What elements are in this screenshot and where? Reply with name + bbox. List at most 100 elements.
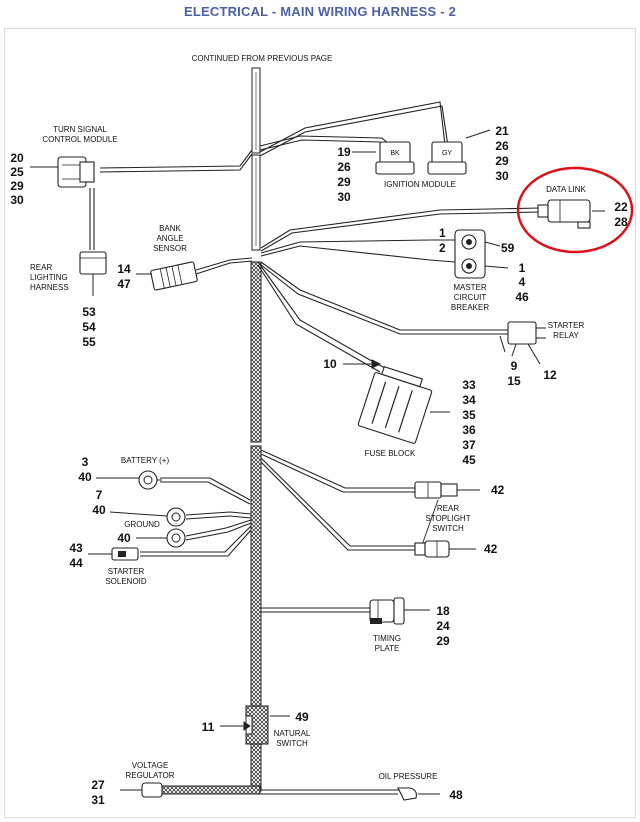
neutral-label-1: NATURAL <box>274 729 311 738</box>
timing-callouts: 18 24 29 <box>436 604 450 648</box>
fuse-callout-10: 10 <box>323 357 337 371</box>
timing-wires <box>261 607 370 613</box>
mcb-label-3: BREAKER <box>451 303 489 312</box>
callout-number: 20 <box>10 151 24 165</box>
turn-signal-module <box>57 156 95 188</box>
oil-pressure-label: OIL PRESSURE <box>379 772 438 781</box>
callout-number: 26 <box>337 160 351 174</box>
data-link-highlight-circle <box>516 166 634 254</box>
starter-relay-label-1: STARTER <box>548 321 585 330</box>
starter-relay-label-2: RELAY <box>553 331 579 340</box>
callout-number: 29 <box>436 634 450 648</box>
rear-lighting-label-2: LIGHTING <box>30 273 68 282</box>
lower-left-wires <box>140 477 252 557</box>
callout-number: 28 <box>614 215 628 229</box>
ground-label: GROUND <box>124 520 160 529</box>
fuse-block <box>343 359 450 444</box>
rear-lighting-label-1: REAR <box>30 263 52 272</box>
callout-number: 55 <box>82 335 96 349</box>
timing-plate-connector <box>369 597 405 625</box>
mcb-label-1: MASTER <box>453 283 487 292</box>
rear-lighting-label-3: HARNESS <box>30 283 69 292</box>
ground-terminal-bottom <box>166 528 186 548</box>
callout-number: 34 <box>462 393 476 407</box>
data-link-connector <box>537 199 591 229</box>
callout-number: 3 <box>82 455 89 469</box>
bank-label-1: BANK <box>159 224 181 233</box>
callout-number: 7 <box>96 488 103 502</box>
callout-number: 45 <box>462 453 476 467</box>
callout-number: 30 <box>10 193 24 207</box>
bank-label-2: ANGLE <box>156 234 183 243</box>
ground-top-callouts: 7 40 <box>92 488 168 517</box>
continued-label: CONTINUED FROM PREVIOUS PAGE <box>192 54 333 63</box>
bk-label: BK <box>390 150 400 157</box>
rear-lighting-harness-connector <box>79 251 107 296</box>
callout-number: 33 <box>462 378 476 392</box>
relay-callout-15: 15 <box>507 374 521 388</box>
callout-number: 36 <box>462 423 476 437</box>
neutral-left-callout: 11 <box>202 720 215 734</box>
main-harness-trunk <box>159 67 411 795</box>
starter-relay <box>499 321 546 365</box>
callout-number: 22 <box>614 200 628 214</box>
gy-label: GY <box>442 150 452 157</box>
callout-number: 18 <box>436 604 450 618</box>
callout-number: 46 <box>515 290 529 304</box>
battery-callouts: 3 40 <box>78 455 139 484</box>
battery-terminal <box>138 470 162 490</box>
solenoid-callouts: 43 44 <box>69 541 112 570</box>
stoplight-label-2: STOPLIGHT <box>425 514 470 523</box>
data-link-callouts: 22 28 <box>592 200 628 229</box>
solenoid-label-2: SOLENOID <box>105 577 147 586</box>
callout-number: 29 <box>337 175 351 189</box>
page-title: ELECTRICAL - MAIN WIRING HARNESS - 2 <box>183 4 457 19</box>
callout-number: 1 <box>519 261 526 275</box>
mcb-top-callout: 59 <box>501 241 515 255</box>
battery-label: BATTERY (+) <box>121 456 170 465</box>
ignition-module-label: IGNITION MODULE <box>384 180 456 189</box>
callout-number: 19 <box>337 145 351 159</box>
stoplight-connector-top <box>414 481 458 499</box>
ground-terminal-top <box>166 507 186 527</box>
callout-number: 29 <box>495 154 509 168</box>
turn-signal-callouts: 20 25 29 30 <box>10 151 58 207</box>
mcb-pin-2: 2 <box>439 241 446 255</box>
callout-number: 54 <box>82 320 96 334</box>
bank-callouts: 14 47 <box>117 262 152 291</box>
stoplight-label-3: SWITCH <box>432 524 464 533</box>
fuse-callouts: 33 34 35 36 37 45 <box>462 378 476 467</box>
oil-pressure-connector <box>397 787 440 801</box>
stoplight-label-1: REAR <box>437 504 459 513</box>
callout-number: 25 <box>10 165 24 179</box>
ignition-right-callouts: 21 26 29 30 <box>465 124 509 183</box>
vreg-callouts: 27 31 <box>91 778 105 807</box>
callout-number: 30 <box>495 169 509 183</box>
callout-number: 30 <box>337 190 351 204</box>
mcb-bottom-callouts: 1 4 46 <box>515 261 529 304</box>
bank-angle-sensor <box>150 261 198 291</box>
callout-number: 47 <box>117 277 131 291</box>
vreg-label-2: REGULATOR <box>125 771 174 780</box>
callout-number: 43 <box>69 541 83 555</box>
stoplight-top-callout: 42 <box>491 483 505 497</box>
callout-number: 21 <box>495 124 509 138</box>
mcb-pin-1: 1 <box>439 226 446 240</box>
callout-number: 4 <box>519 275 526 289</box>
master-circuit-breaker <box>454 229 509 279</box>
neutral-switch <box>220 705 290 745</box>
ground-bottom-callout: 40 <box>117 531 131 545</box>
turn-signal-label-2: CONTROL MODULE <box>42 135 117 144</box>
fuse-block-label: FUSE BLOCK <box>365 449 416 458</box>
rear-lighting-callouts: 53 54 55 <box>82 305 96 349</box>
timing-label-1: TIMING <box>373 634 401 643</box>
vreg-label-1: VOLTAGE <box>132 761 169 770</box>
starter-solenoid-connector <box>111 547 139 561</box>
ignition-module-bk-connector: BK <box>375 141 415 175</box>
stoplight-connector-bottom <box>414 540 450 558</box>
timing-label-2: PLATE <box>375 644 400 653</box>
callout-number: 37 <box>462 438 476 452</box>
ignition-module-gy-connector: GY <box>427 141 467 175</box>
callout-number: 53 <box>82 305 96 319</box>
neutral-right-callout: 49 <box>295 710 309 724</box>
